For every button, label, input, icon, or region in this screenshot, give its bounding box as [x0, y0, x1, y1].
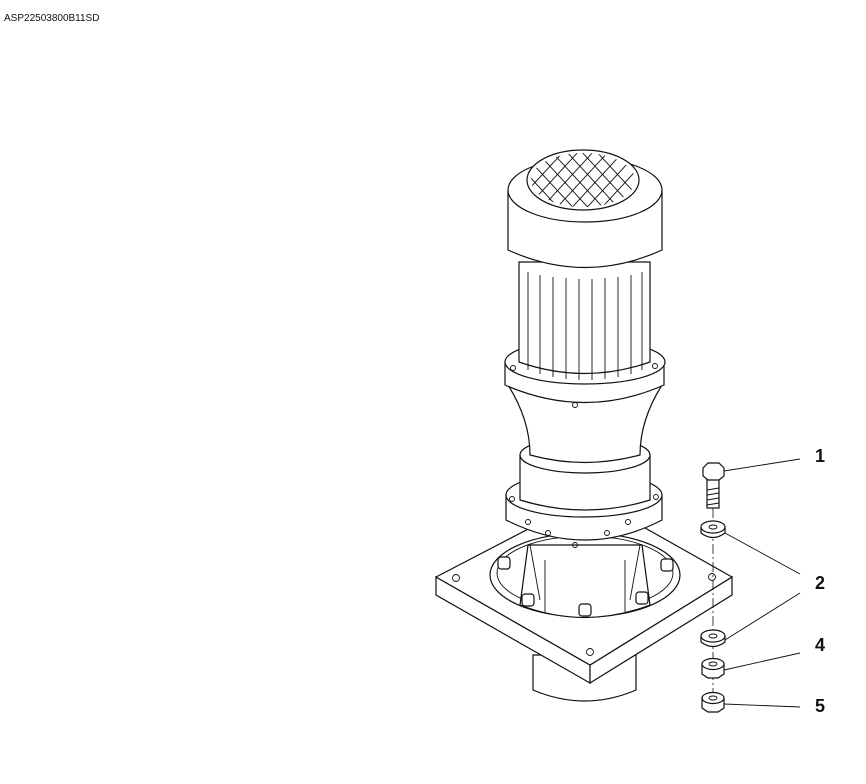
- leader-lines: [723, 458, 801, 708]
- gearmotor-assembly: [434, 149, 734, 702]
- callout-1: 1: [815, 446, 825, 466]
- nut-part-5: [701, 691, 725, 713]
- callout-5: 5: [815, 696, 825, 716]
- callout-2: 2: [815, 573, 825, 593]
- washer-part-2-upper: [700, 520, 726, 539]
- washer-part-2-lower: [700, 629, 726, 648]
- callout-4: 4: [815, 635, 825, 655]
- drawing-code: ASP22503800B11SD: [4, 13, 100, 24]
- bolt-part-1: [702, 462, 725, 509]
- fan-grille: [531, 153, 635, 207]
- nut-part-4: [701, 657, 725, 679]
